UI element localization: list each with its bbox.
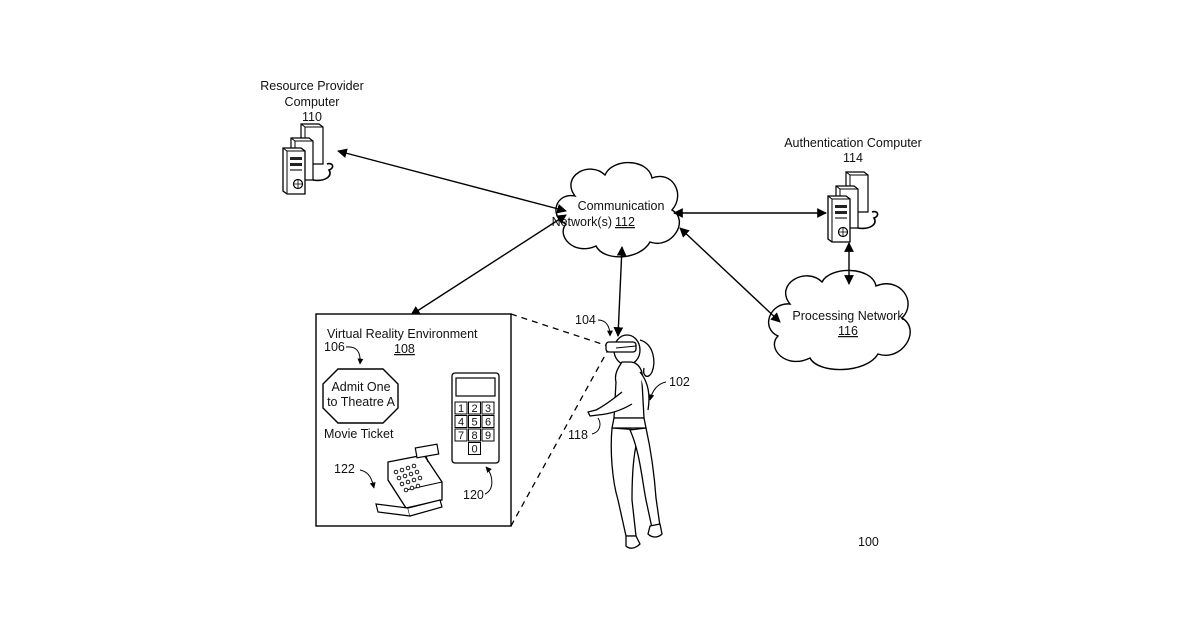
communication-network-cloud: Communication Network(s) 112	[552, 163, 680, 257]
resource-provider-label-1: Resource Provider	[260, 79, 364, 93]
register-ref: 122	[334, 462, 355, 476]
headset-leader	[598, 320, 610, 336]
keypad: 123 456 7890	[452, 373, 499, 463]
authentication-ref: 114	[843, 151, 863, 165]
link-resource-to-network	[338, 151, 566, 211]
hand-ref: 118	[568, 428, 588, 442]
server-icon	[828, 172, 878, 242]
authentication-label: Authentication Computer	[784, 136, 922, 150]
user-belt	[612, 418, 646, 428]
link-network-to-headset	[618, 247, 622, 336]
keypad-key-label: 7	[458, 430, 464, 442]
user-ref: 102	[669, 375, 690, 389]
resource-provider-computer: Resource Provider Computer 110	[260, 79, 364, 194]
keypad-key-label: 8	[471, 430, 477, 442]
headset-ref: 104	[575, 313, 596, 327]
keypad-key-label: 2	[471, 403, 477, 415]
vr-environment-ref: 108	[394, 342, 415, 356]
figure-ref: 100	[858, 535, 879, 549]
keypad-key-label: 1	[458, 403, 464, 415]
resource-provider-label-2: Computer	[285, 95, 340, 109]
processing-network-label: Processing Network	[792, 309, 904, 323]
comm-network-label-1: Communication	[578, 199, 665, 213]
ticket-ref: 106	[324, 340, 345, 354]
keypad-key-label: 4	[458, 417, 464, 429]
keypad-ref: 120	[463, 488, 484, 502]
authentication-computer: Authentication Computer 114	[784, 136, 922, 242]
server-icon	[283, 124, 333, 194]
vr-environment-title: Virtual Reality Environment	[327, 327, 478, 341]
keypad-key-label: 9	[485, 430, 491, 442]
keypad-key-label: 6	[485, 417, 491, 429]
keypad-key-label: 3	[485, 403, 491, 415]
keypad-key-label: 5	[471, 417, 477, 429]
keypad-key-label: 0	[471, 444, 477, 456]
hand-leader	[592, 418, 600, 434]
ticket-line-1: Admit One	[331, 380, 390, 394]
user-shoe-front	[626, 536, 640, 548]
processing-network-ref: 116	[838, 324, 858, 338]
user-leg-back	[630, 428, 660, 528]
view-line-bottom	[511, 350, 608, 526]
comm-network-label-2: Network(s)	[552, 215, 612, 229]
user-shoe-back	[648, 524, 662, 537]
link-network-to-processing	[680, 228, 780, 322]
user-leader	[650, 382, 666, 400]
ticket-line-2: to Theatre A	[327, 395, 396, 409]
keypad-display	[456, 378, 495, 396]
comm-network-ref: 112	[615, 215, 635, 229]
processing-network-cloud: Processing Network 116	[769, 270, 911, 369]
resource-provider-ref: 110	[302, 110, 322, 124]
vr-environment: Virtual Reality Environment 108 106 Admi…	[316, 314, 511, 526]
link-network-to-vr	[411, 215, 566, 315]
ticket-caption: Movie Ticket	[324, 427, 394, 441]
